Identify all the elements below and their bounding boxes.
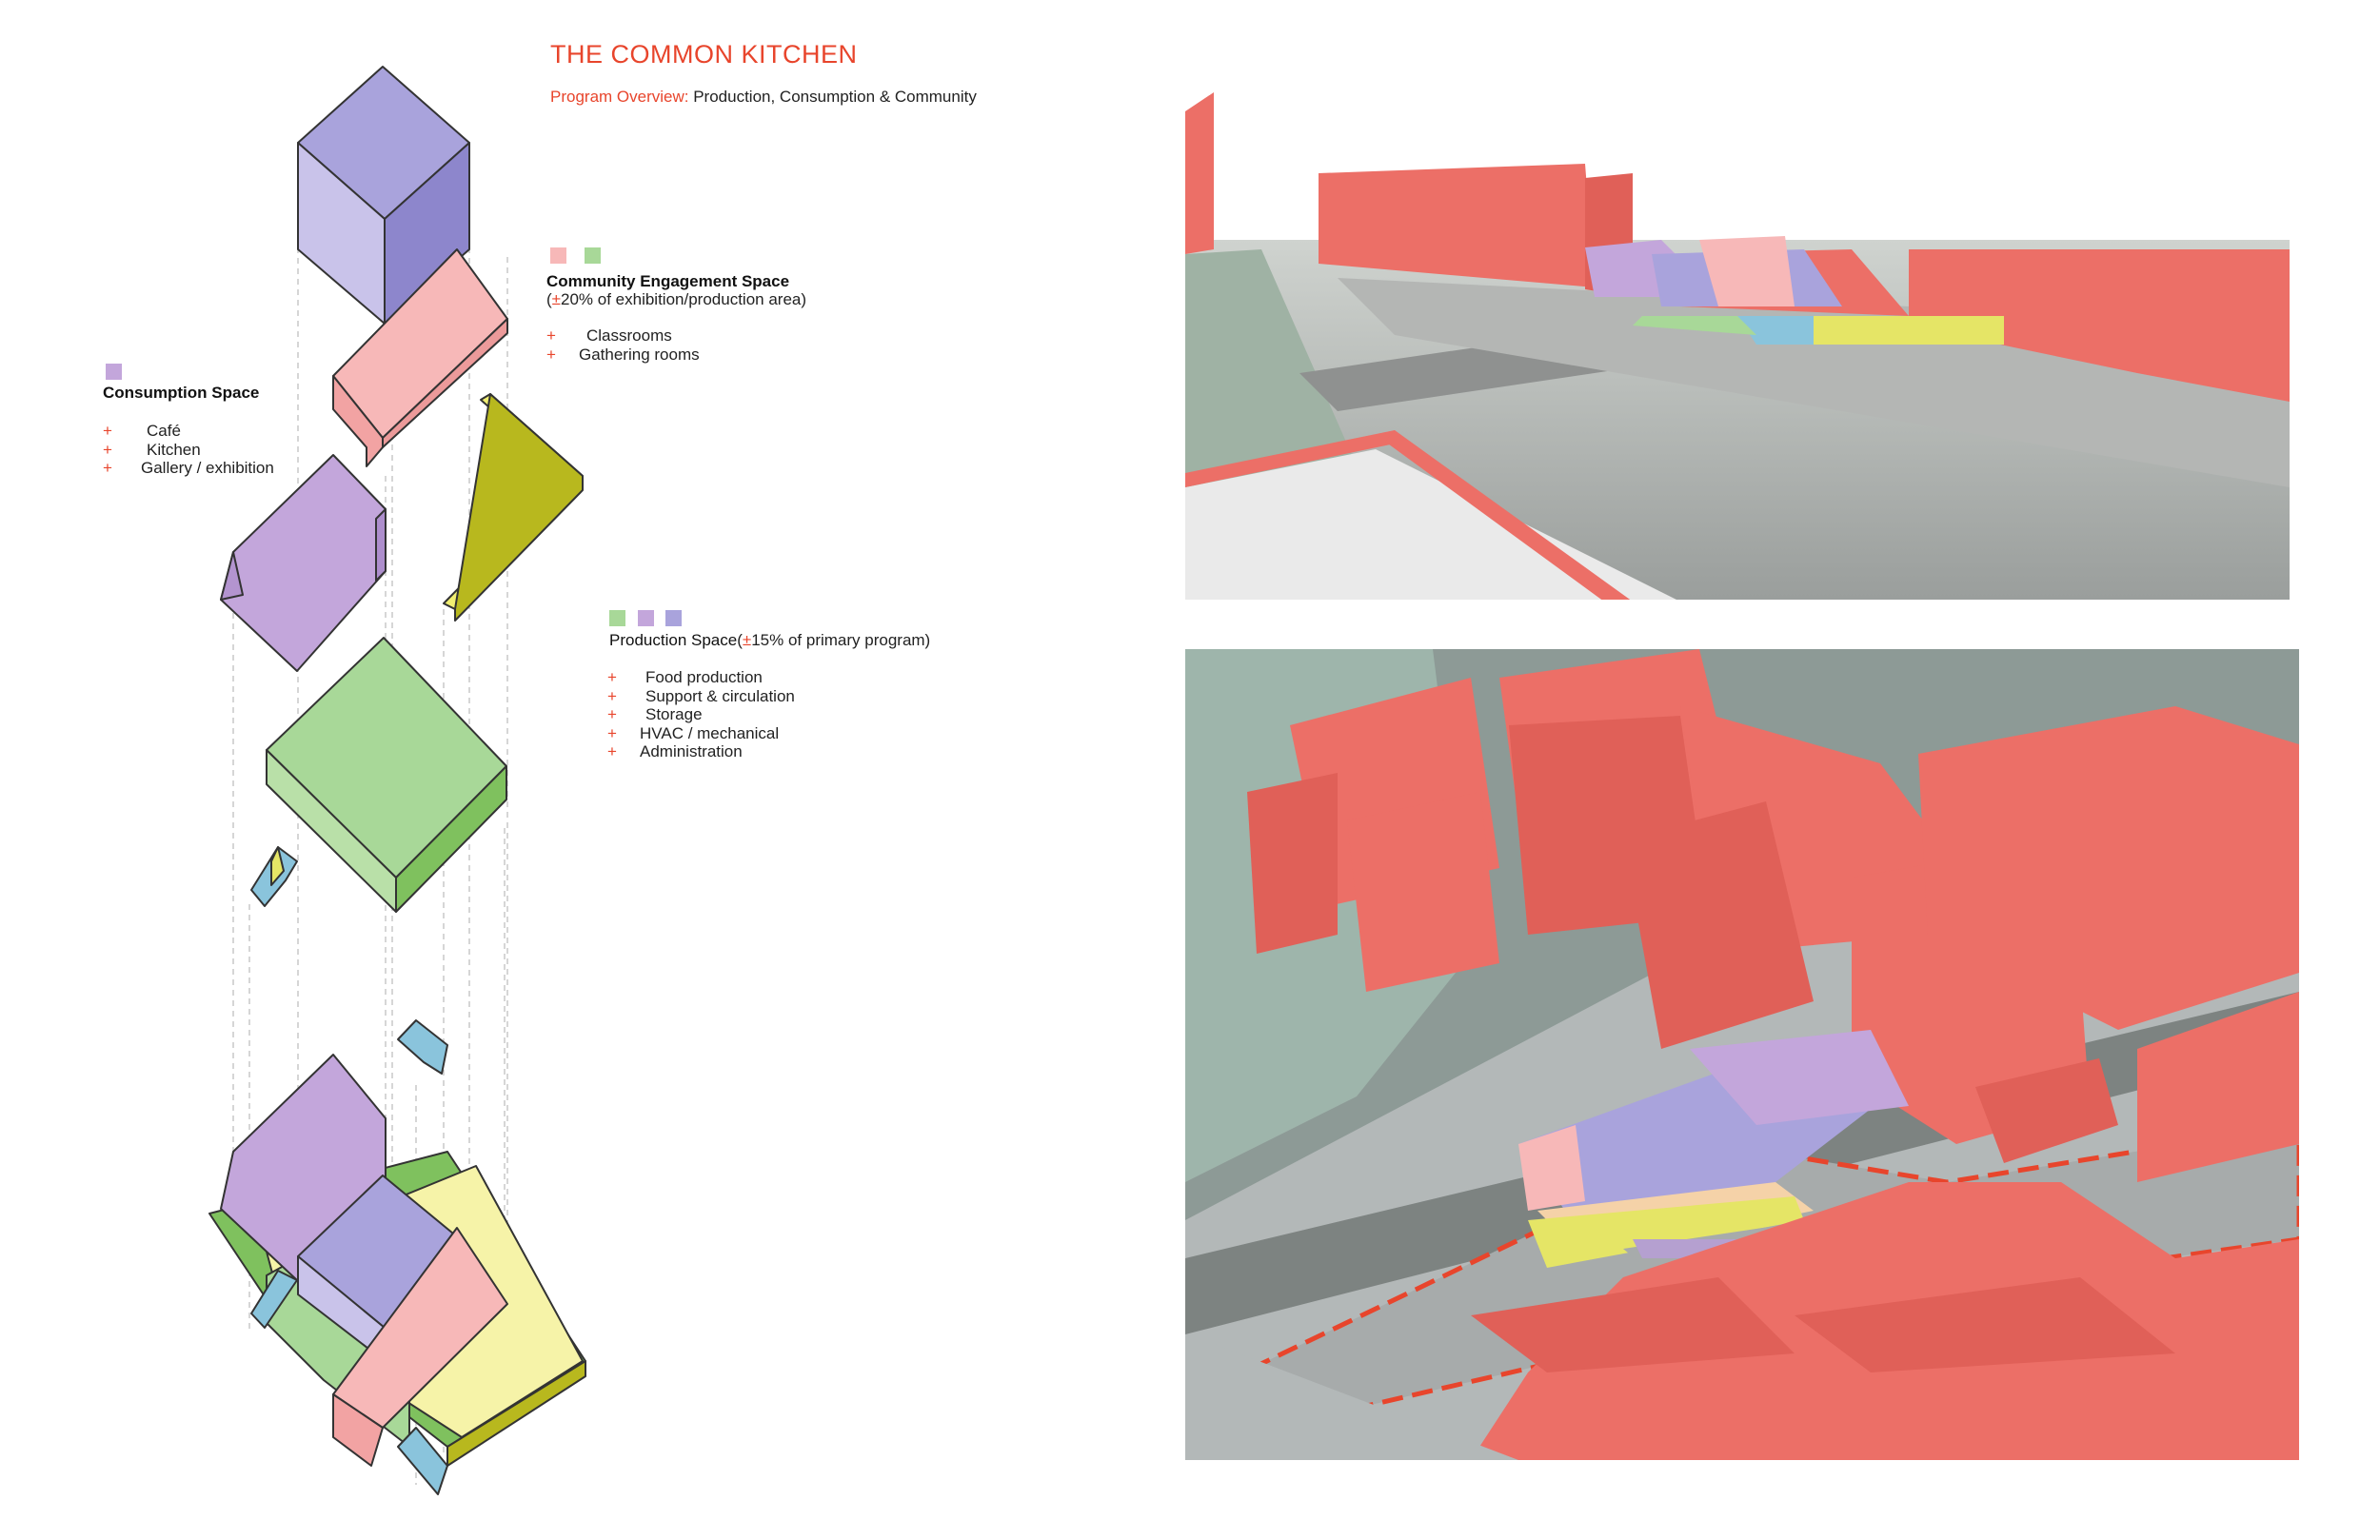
- page-subtitle: Program Overview: Production, Consumptio…: [550, 88, 977, 107]
- lilac-gabled-block: [220, 454, 387, 672]
- consumption-heading: Consumption Space: [103, 384, 260, 402]
- exploded-axonometric-diagram: [208, 66, 586, 1495]
- community-list: +Classrooms +Gathering rooms: [546, 326, 700, 364]
- production-heading-line: Production Space(±15% of primary program…: [609, 631, 931, 649]
- legend-swatch-consumption: [106, 364, 122, 380]
- consumption-list: +Café +Kitchen +Gallery / exhibition: [103, 422, 274, 478]
- community-heading: Community Engagement Space: [546, 272, 790, 290]
- list-item: +Food production: [607, 668, 763, 686]
- aerial-view: [1185, 649, 2299, 1460]
- list-item: +HVAC / mechanical: [607, 723, 780, 742]
- list-item: +Administration: [607, 742, 743, 760]
- purple-box-top: [297, 66, 470, 325]
- street-view-render: [1185, 92, 2290, 600]
- list-item: +Gallery / exhibition: [103, 459, 274, 477]
- legend-swatch-production-violet: [665, 610, 682, 626]
- list-item: +Classrooms: [546, 326, 672, 345]
- blue-service-piece-2: [397, 1019, 448, 1075]
- subtitle-lead: Program Overview:: [550, 88, 689, 106]
- list-item: +Kitchen: [103, 440, 201, 459]
- list-item: +Storage: [607, 705, 703, 723]
- legend-swatch-community-pink: [550, 247, 566, 264]
- legend-swatch-community-green: [585, 247, 601, 264]
- list-item: +Gathering rooms: [546, 345, 700, 364]
- street-level-view: [1185, 88, 2290, 600]
- list-item: +Support & circulation: [607, 686, 795, 705]
- legend-swatch-production-lilac: [638, 610, 654, 626]
- subtitle-rest: Production, Consumption & Community: [688, 88, 977, 106]
- page-title: THE COMMON KITCHEN: [550, 40, 858, 69]
- legend-swatch-production-green: [609, 610, 625, 626]
- production-heading: Production Space: [609, 631, 738, 649]
- aerial-view-render: [1185, 649, 2299, 1460]
- pink-gable-roof: [332, 248, 508, 467]
- yellow-l-element: [443, 393, 584, 622]
- production-list: +Food production +Support & circulation …: [607, 668, 795, 761]
- list-item: +Café: [103, 422, 181, 440]
- assembled-building: [208, 1054, 586, 1495]
- green-slab: [266, 637, 507, 913]
- blue-service-piece-1: [250, 846, 298, 907]
- community-note: (±20% of exhibition/production area): [546, 290, 807, 308]
